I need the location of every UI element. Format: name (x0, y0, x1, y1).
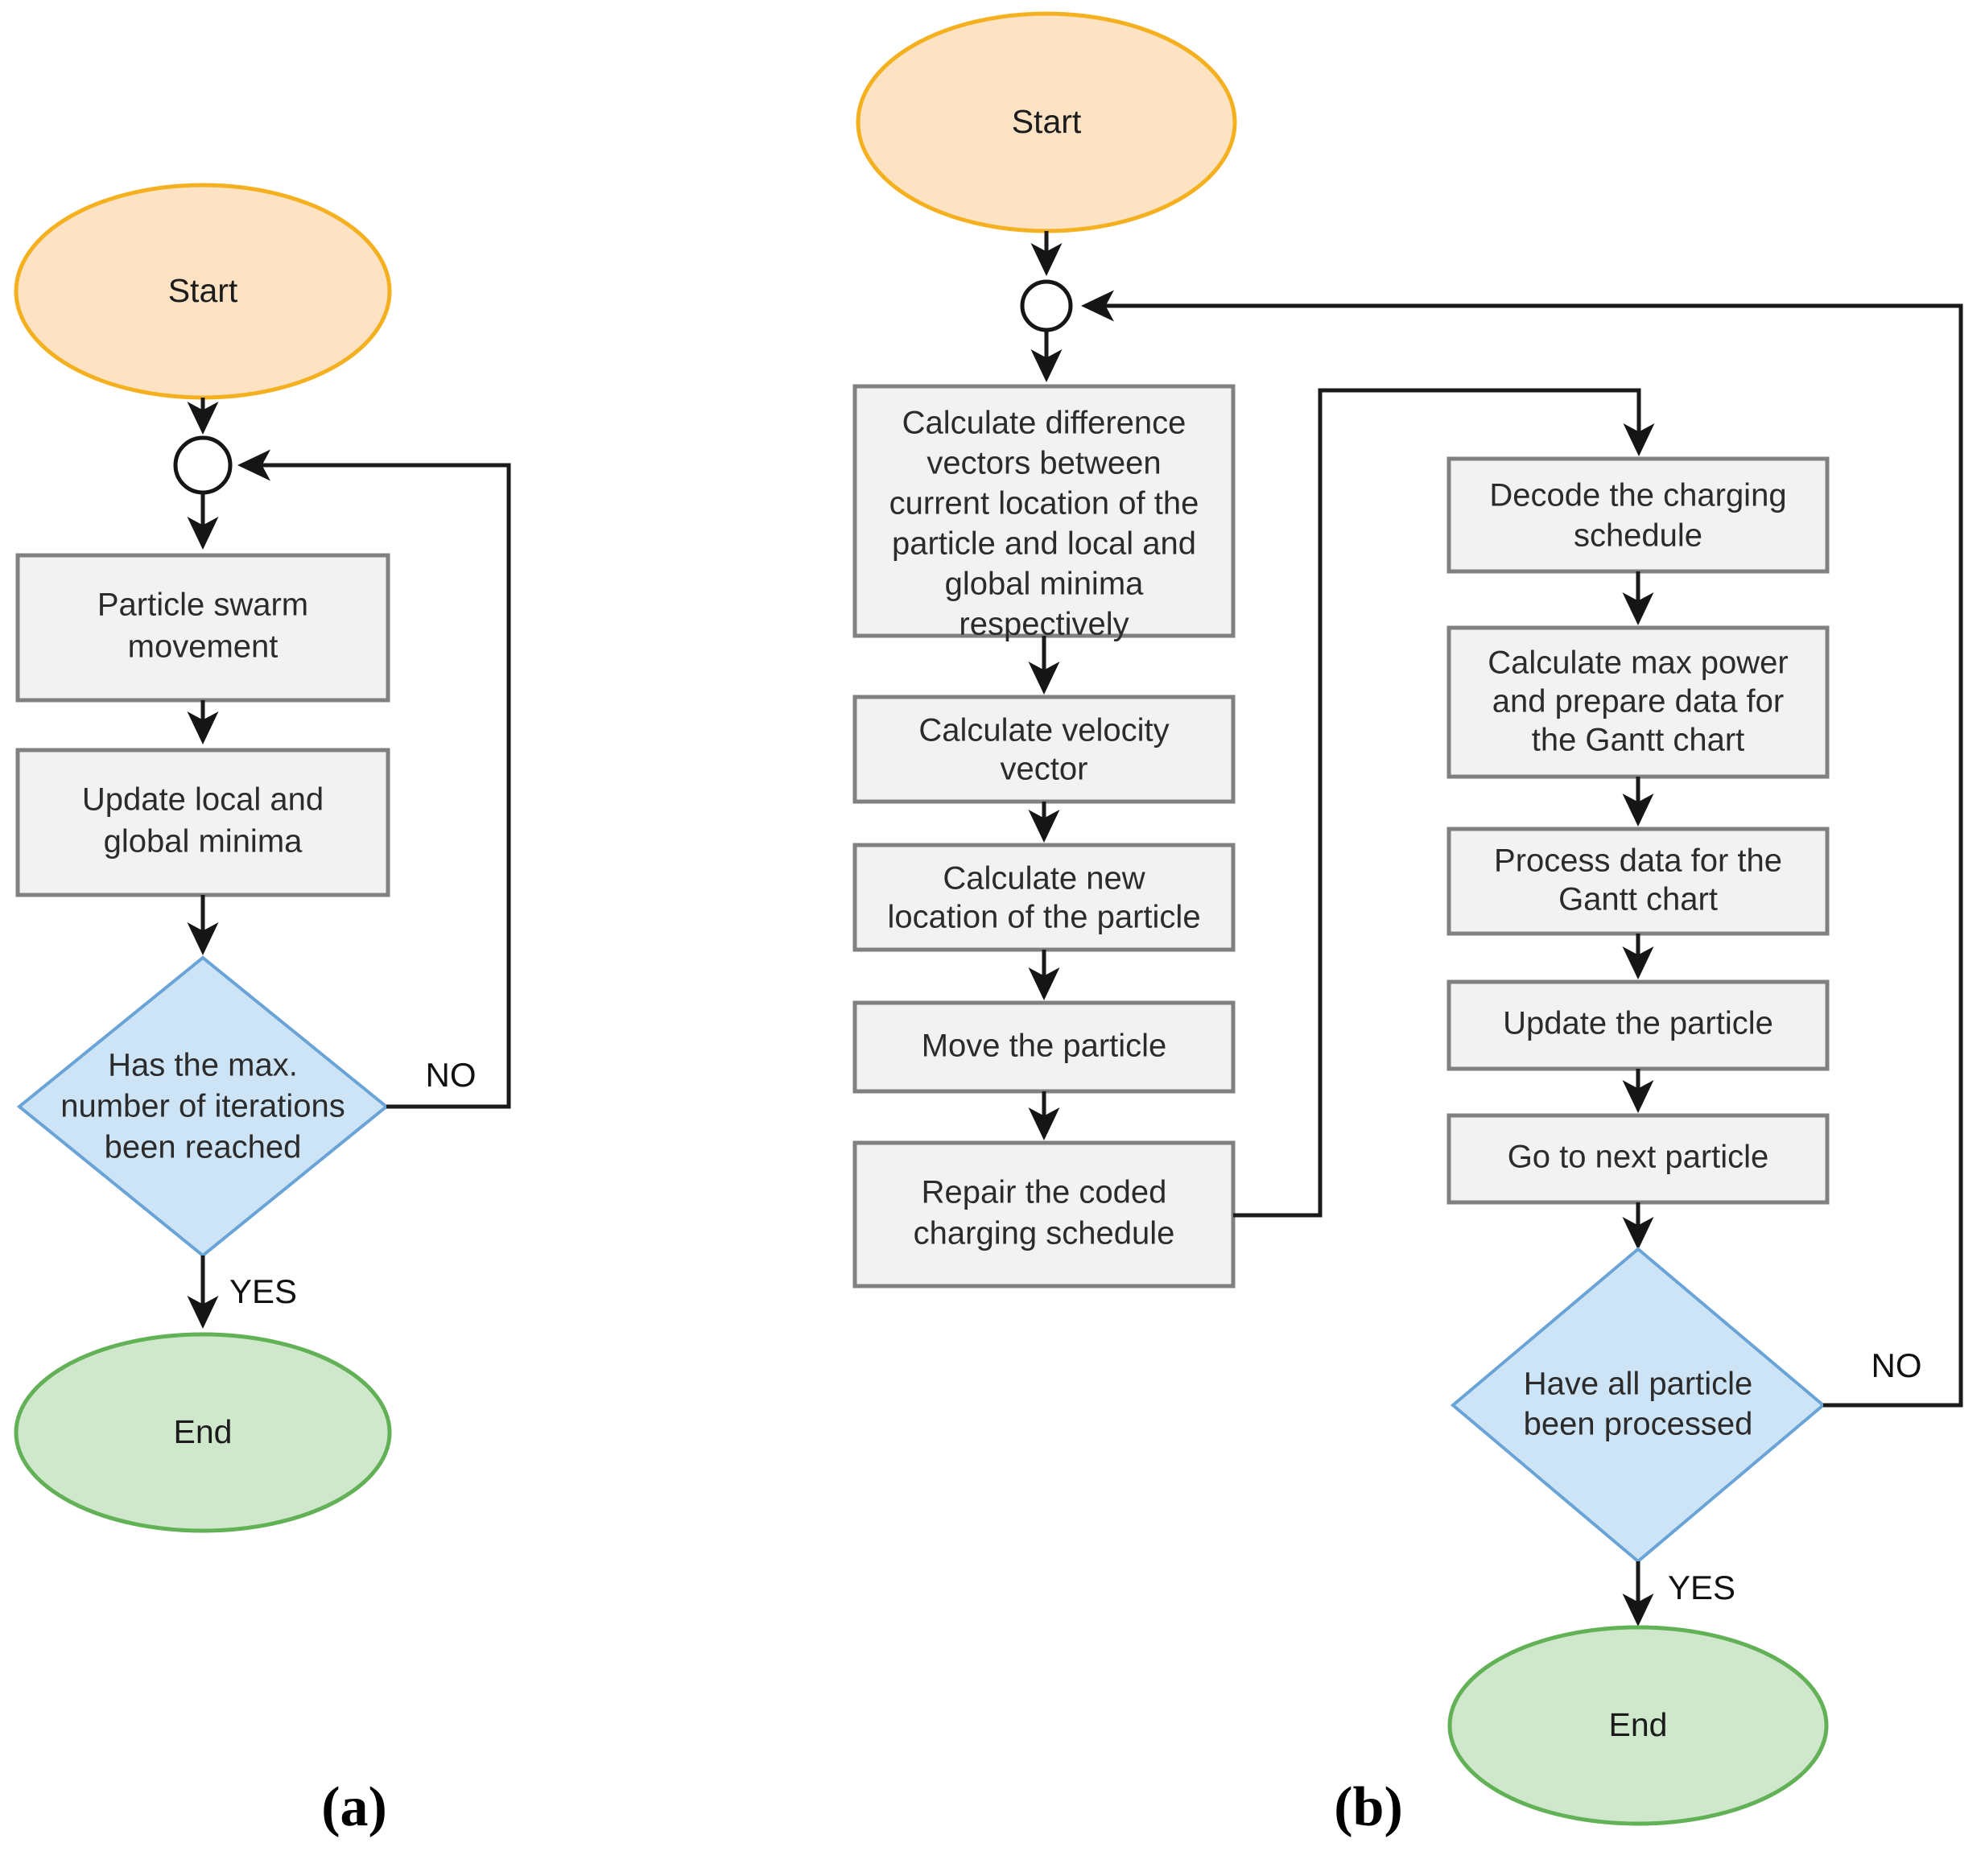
b-process-3-line1: Calculate new (943, 861, 1145, 897)
b-process-2-box (852, 695, 1236, 804)
a-end-node[interactable]: End (14, 1332, 392, 1533)
panel-b-caption: (b) (1334, 1776, 1403, 1838)
a-process-2-line1: Update local and (82, 782, 324, 818)
b-process-7-box (1446, 625, 1830, 779)
b-process-9-box (1446, 979, 1830, 1071)
b-process-10-line1: Go to next particle (1508, 1140, 1769, 1175)
b-process-7-line3: the Gantt chart (1532, 723, 1745, 758)
a-decision-line3: been reached (105, 1130, 302, 1165)
b-process-8-line1: Process data for the (1494, 843, 1782, 879)
b-process-1-line2: vectors between (926, 446, 1161, 481)
a-edge-no-loop (237, 449, 511, 1109)
b-process-8-node[interactable]: Process data for the Gantt chart (1446, 827, 1830, 936)
b-decision-line2: been processed (1524, 1407, 1753, 1442)
b-process-5-line1: Repair the coded (922, 1175, 1167, 1210)
b-junction-node[interactable] (1020, 279, 1073, 332)
b-process-1-line1: Calculate difference (902, 406, 1186, 441)
b-start-label: Start (1012, 103, 1082, 140)
b-end-node[interactable]: End (1447, 1625, 1829, 1826)
a-process-2-line2: global minima (104, 824, 303, 860)
b-process-7-node[interactable]: Calculate max power and prepare data for… (1446, 625, 1830, 779)
a-end-ellipse (14, 1332, 392, 1533)
b-end-label: End (1609, 1706, 1668, 1743)
b-process-5-line2: charging schedule (914, 1216, 1175, 1251)
b-process-7-line1: Calculate max power (1488, 645, 1789, 681)
b-process-2-line2: vector (1001, 752, 1088, 787)
b-process-1-line5: global minima (945, 567, 1145, 602)
b-process-8-line2: Gantt chart (1558, 882, 1718, 917)
b-process-3-line2: location of the particle (887, 900, 1200, 935)
b-process-9-node[interactable]: Update the particle (1446, 979, 1830, 1071)
a-process-1-box (15, 553, 390, 703)
b-edge-p5-to-p6 (1233, 388, 1655, 1218)
b-process-5-node[interactable]: Repair the coded charging schedule (852, 1140, 1236, 1288)
b-process-10-node[interactable]: Go to next particle (1446, 1113, 1830, 1205)
panel-a-caption: (a) (321, 1776, 387, 1838)
a-end-label: End (174, 1413, 233, 1450)
a-edge-label-no: NO (426, 1056, 477, 1094)
b-process-10-box (1446, 1113, 1830, 1205)
b-edge-no-loop (1080, 290, 1963, 1408)
b-edge-label-yes: YES (1668, 1569, 1735, 1606)
b-process-5-box (852, 1140, 1236, 1288)
b-process-1-node[interactable]: Calculate difference vectors between cur… (852, 384, 1236, 642)
b-process-7-line2: and prepare data for (1492, 684, 1784, 719)
b-start-node[interactable]: Start (856, 11, 1237, 233)
panel-b: Start Calculate difference vectors betwe… (852, 11, 1963, 1838)
b-decision-node[interactable]: Have all particle been processed (1450, 1247, 1826, 1564)
panel-a: Start Particle swarm movement Update loc… (14, 183, 511, 1838)
a-decision-line2: number of iterations (60, 1089, 345, 1124)
a-decision-node[interactable]: Has the max. number of iterations been r… (16, 955, 390, 1258)
b-process-1-line4: particle and local and (892, 526, 1196, 562)
b-process-4-line1: Move the particle (922, 1029, 1167, 1064)
b-process-6-line1: Decode the charging (1489, 478, 1786, 513)
a-decision-line1: Has the max. (108, 1048, 298, 1083)
b-process-3-node[interactable]: Calculate new location of the particle (852, 843, 1236, 952)
b-process-9-line1: Update the particle (1503, 1006, 1773, 1041)
b-end-ellipse (1447, 1625, 1829, 1826)
a-start-label: Start (168, 272, 238, 309)
b-process-1-box (852, 384, 1236, 638)
b-decision-diamond (1450, 1247, 1826, 1564)
a-junction-node[interactable] (173, 435, 233, 495)
b-process-6-node[interactable]: Decode the charging schedule (1446, 456, 1830, 574)
b-process-4-node[interactable]: Move the particle (852, 1000, 1236, 1094)
b-edge-label-no: NO (1872, 1346, 1922, 1384)
a-process-1-line2: movement (128, 629, 279, 665)
a-process-1-node[interactable]: Particle swarm movement (15, 553, 390, 703)
a-process-1-line1: Particle swarm (97, 588, 308, 623)
b-process-8-box (1446, 827, 1830, 936)
a-edge-label-yes: YES (229, 1272, 297, 1310)
b-decision-line1: Have all particle (1524, 1367, 1753, 1402)
a-process-2-box (15, 748, 390, 897)
b-process-2-node[interactable]: Calculate velocity vector (852, 695, 1236, 804)
a-start-node[interactable]: Start (14, 183, 392, 400)
b-process-2-line1: Calculate velocity (918, 713, 1169, 748)
b-process-6-box (1446, 456, 1830, 574)
a-process-2-node[interactable]: Update local and global minima (15, 748, 390, 897)
b-process-1-line3: current location of the (889, 486, 1199, 522)
b-process-6-line2: schedule (1574, 518, 1702, 554)
b-process-3-box (852, 843, 1236, 952)
b-process-4-box (852, 1000, 1236, 1094)
